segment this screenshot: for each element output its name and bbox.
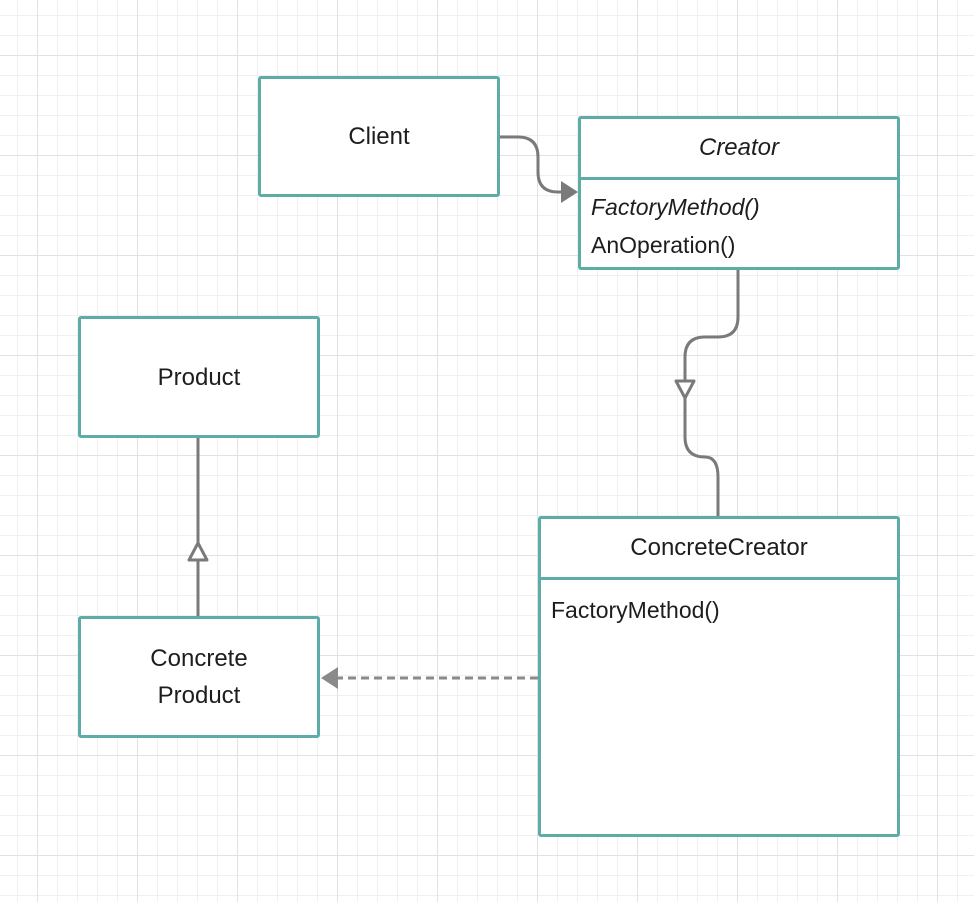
dependency-arrowhead xyxy=(321,667,338,689)
product-label: Product xyxy=(157,363,241,391)
product-inheritance-triangle xyxy=(187,541,209,562)
concrete-product-box[interactable]: Concrete Product xyxy=(78,616,320,738)
concrete-product-label-line2: Product xyxy=(157,682,241,709)
creator-method-factory: FactoryMethod() xyxy=(591,194,760,220)
client-to-creator-connector[interactable] xyxy=(500,135,561,194)
client-to-creator-arrowhead xyxy=(561,181,578,203)
creator-title: Creator xyxy=(581,119,897,180)
client-box[interactable]: Client xyxy=(258,76,500,197)
creator-method-anoperation: AnOperation() xyxy=(591,232,736,258)
concrete-product-label-line1: Concrete xyxy=(150,645,248,672)
creator-methods: FactoryMethod() AnOperation() xyxy=(581,180,897,264)
concrete-creator-methods: FactoryMethod() xyxy=(541,580,897,629)
concrete-product-label: Concrete Product xyxy=(81,619,317,735)
creator-inheritance-triangle xyxy=(674,379,696,400)
creator-inheritance-connector[interactable] xyxy=(683,270,740,516)
client-label: Client xyxy=(348,123,410,150)
concrete-creator-title: ConcreteCreator xyxy=(541,519,897,580)
concrete-creator-method-factory: FactoryMethod() xyxy=(551,597,720,623)
concrete-creator-class-box[interactable]: ConcreteCreator FactoryMethod() xyxy=(538,516,900,837)
product-box[interactable]: Product xyxy=(78,316,320,438)
creator-class-box[interactable]: Creator FactoryMethod() AnOperation() xyxy=(578,116,900,270)
